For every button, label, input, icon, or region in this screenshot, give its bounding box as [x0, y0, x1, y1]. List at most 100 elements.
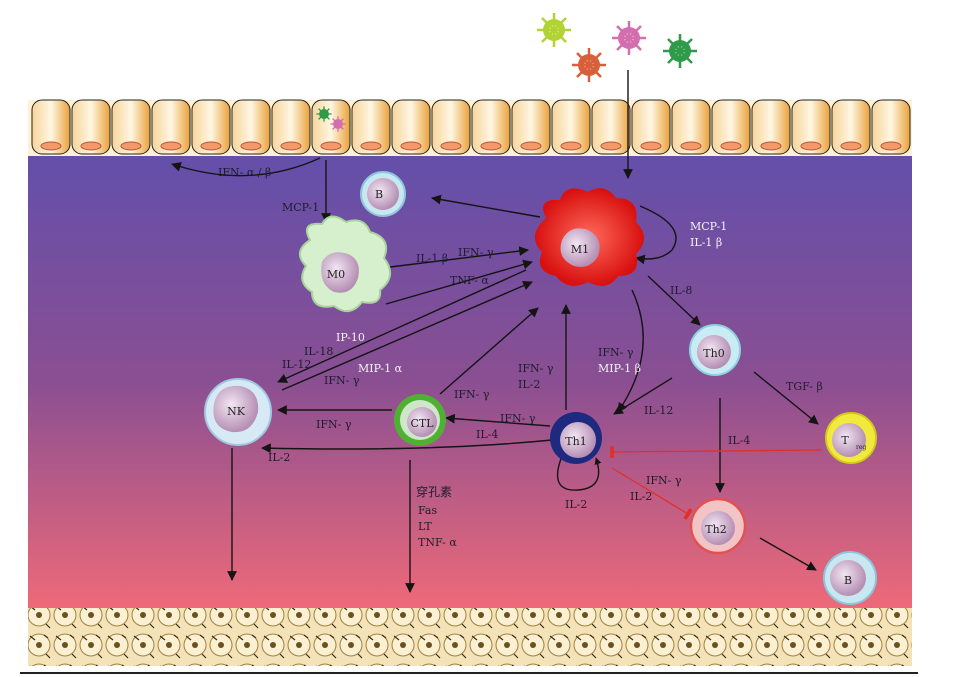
epithelial-cell — [871, 99, 911, 155]
label-ip10: IP-10 — [336, 331, 365, 344]
label-lt: LT — [418, 520, 432, 533]
cell-label-th0: Th0 — [703, 347, 724, 360]
epithelial-nucleus — [440, 141, 462, 151]
label-mcp1-left: MCP-1 — [282, 201, 319, 214]
cell-label-treg-sub: reg — [856, 444, 866, 451]
epithelial-nucleus — [720, 141, 742, 151]
m1-to-nk-arrow-a — [277, 269, 527, 383]
epithelial-cell — [71, 99, 111, 155]
label-ifng-nk: IFN- γ — [324, 374, 360, 387]
epithelial-nucleus — [680, 141, 702, 151]
th2-to-b-arrow — [759, 537, 817, 571]
cell-label-th1: Th1 — [565, 435, 586, 448]
label-il4-th1-ctl: IL-4 — [476, 428, 498, 441]
th0-to-th1-arrow — [613, 377, 673, 415]
ifn-ab-arrow — [171, 157, 321, 177]
label-mcp1-right: MCP-1 — [690, 220, 727, 233]
label-il2-th2: IL-2 — [630, 490, 652, 503]
epithelial-cell — [831, 99, 871, 155]
epithelial-cell — [231, 99, 271, 155]
label-ifng-m1-th1: IFN- γ — [598, 346, 634, 359]
epithelial-nucleus — [480, 141, 502, 151]
nk-to-m1-arrow — [281, 280, 533, 391]
label-ifng-th2: IFN- γ — [646, 474, 682, 487]
label-il1b-right: IL-1 β — [690, 236, 722, 249]
cell-ctl: CTL — [394, 394, 446, 446]
label-mip1a: MIP-1 α — [358, 362, 403, 375]
label-il4-treg: IL-4 — [728, 434, 750, 447]
label-fas: Fas — [418, 504, 437, 517]
epithelial-layer — [28, 99, 912, 156]
label-mip1b: MIP-1 β — [598, 362, 641, 375]
epithelial-cell — [511, 99, 551, 155]
epithelial-nucleus — [560, 141, 582, 151]
epithelial-cell — [191, 99, 231, 155]
epithelial-cell — [791, 99, 831, 155]
label-tnfa-mid: TNF- α — [450, 274, 489, 287]
epithelial-nucleus — [600, 141, 622, 151]
epithelial-cell — [711, 99, 751, 155]
epithelial-nucleus — [840, 141, 862, 151]
m1-autocrine-arrow — [635, 205, 677, 265]
epithelial-cell — [391, 99, 431, 155]
epithelial-cell — [751, 99, 791, 155]
inhibition-lines — [609, 446, 823, 521]
epithelial-nucleus — [320, 141, 342, 151]
m0-to-m1-arrow-b — [385, 259, 533, 305]
cell-label-b-bottom: B — [844, 574, 852, 587]
cell-th2: Th2 — [689, 497, 747, 555]
epithelial-nucleus — [760, 141, 782, 151]
treg-inhibits-th1 — [609, 446, 823, 458]
label-ifng-th1-m1: IFN- γ — [518, 362, 554, 375]
cell-th1: Th1 — [550, 412, 602, 464]
epithelial-cell — [551, 99, 591, 155]
ctl-to-m1-arrow — [439, 307, 539, 395]
cell-label-ctl: CTL — [410, 417, 434, 430]
epithelial-nucleus — [880, 141, 902, 151]
th1-autocrine-arrow — [556, 455, 602, 491]
epithelial-nucleus — [520, 141, 542, 151]
cell-th0: Th0 — [689, 324, 741, 376]
arrows — [171, 70, 819, 593]
label-il2-nk: IL-2 — [268, 451, 290, 464]
cell-label-treg: T — [841, 434, 849, 447]
epithelial-nucleus — [240, 141, 262, 151]
cell-treg: T reg — [825, 412, 877, 464]
th0-to-treg-arrow — [753, 371, 819, 425]
label-perforin: 穿孔素 — [416, 484, 452, 499]
m0-to-m1-arrow-a — [381, 246, 529, 269]
virus-icon — [330, 116, 346, 132]
epithelial-cell — [271, 99, 311, 155]
label-il8: IL-8 — [670, 284, 692, 297]
cell-label-th2: Th2 — [705, 523, 726, 536]
epithelial-nucleus — [200, 141, 222, 151]
virus-icon — [663, 34, 697, 68]
epithelial-nucleus — [360, 141, 382, 151]
virus-icon — [612, 21, 646, 55]
epithelial-cell — [31, 99, 71, 155]
th1-inhibits-th2 — [611, 467, 693, 521]
label-il2-loop: IL-2 — [565, 498, 587, 511]
label-ifng-ctl-m1: IFN- γ — [454, 388, 490, 401]
label-il18: IL-18 — [304, 345, 333, 358]
label-ifng-ctl-nk: IFN- γ — [316, 418, 352, 431]
th1-to-ctl-arrow — [445, 413, 551, 427]
th1-to-nk-arrow — [261, 439, 553, 454]
cell-label-m1: M1 — [571, 243, 589, 256]
epithelial-nucleus — [120, 141, 142, 151]
label-ifn-ab: IFN- α / β — [218, 166, 271, 179]
cell-label-b-top: B — [375, 188, 383, 201]
epithelial-nucleus — [40, 141, 62, 151]
epithelial-cell — [111, 99, 151, 155]
epithelial-cell — [471, 99, 511, 155]
cell-m0: M0 — [299, 215, 391, 313]
cell-nk: NK — [204, 378, 272, 446]
cytokine-labels: IFN- α / β MCP-1 MCP-1 IL-1 β IL-1 β IFN… — [218, 166, 823, 549]
virus-icon — [316, 106, 332, 122]
virus-group — [316, 13, 697, 132]
epithelial-cell — [591, 99, 631, 155]
label-ifng-th1-ctl: IFN- γ — [500, 412, 536, 425]
cell-b-top: B — [360, 171, 406, 217]
epithelial-nucleus — [280, 141, 302, 151]
